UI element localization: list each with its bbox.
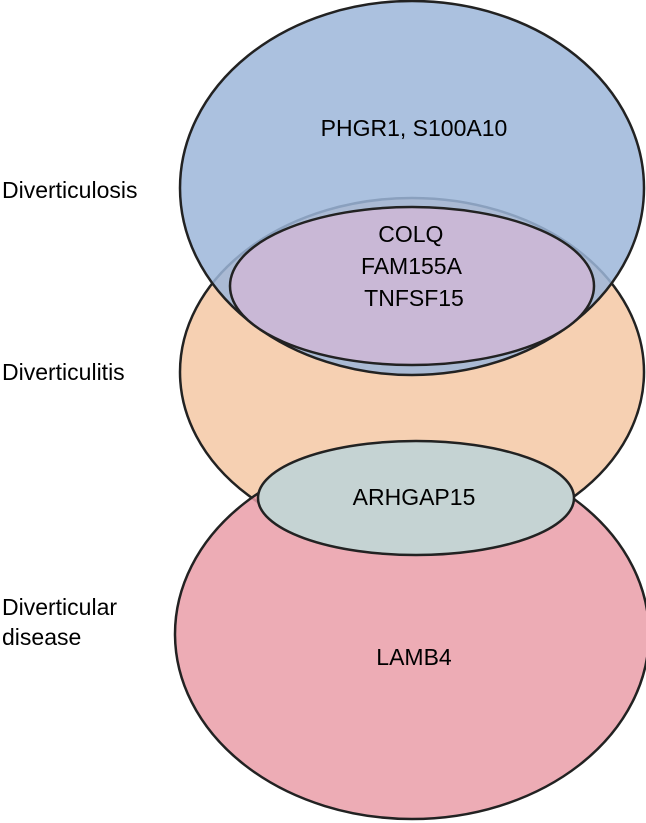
- overlap-top-line-1: COLQ: [378, 221, 443, 247]
- overlap-top-line-2: FAM155A: [361, 253, 463, 279]
- overlap-bottom-genes: ARHGAP15: [353, 484, 476, 510]
- label-diverticulitis: Diverticulitis: [2, 357, 125, 387]
- diverticulosis-only-line-1: PHGR1, S100A10: [321, 115, 508, 141]
- label-diverticular-disease-line-2: disease: [2, 624, 82, 650]
- diverticular-disease-only-genes: LAMB4: [376, 644, 452, 670]
- diverticulosis-only-genes: PHGR1, S100A10: [321, 115, 508, 141]
- label-diverticulosis: Diverticulosis: [2, 175, 137, 205]
- overlap-bottom-line-1: ARHGAP15: [353, 484, 476, 510]
- label-diverticulitis-text: Diverticulitis: [2, 359, 125, 385]
- intersection-diverticulitis-disease: [256, 439, 576, 557]
- intersection-diverticulosis-diverticulitis: [228, 205, 596, 367]
- overlap-top-genes: COLQ FAM155A TNFSF15: [361, 221, 467, 311]
- overlap-top-line-3: TNFSF15: [364, 285, 464, 311]
- label-diverticulosis-text: Diverticulosis: [2, 177, 138, 203]
- label-diverticular-disease: Diverticular disease: [2, 592, 117, 652]
- label-diverticular-disease-line-1: Diverticular: [2, 594, 118, 620]
- disease-only-line-1: LAMB4: [376, 644, 452, 670]
